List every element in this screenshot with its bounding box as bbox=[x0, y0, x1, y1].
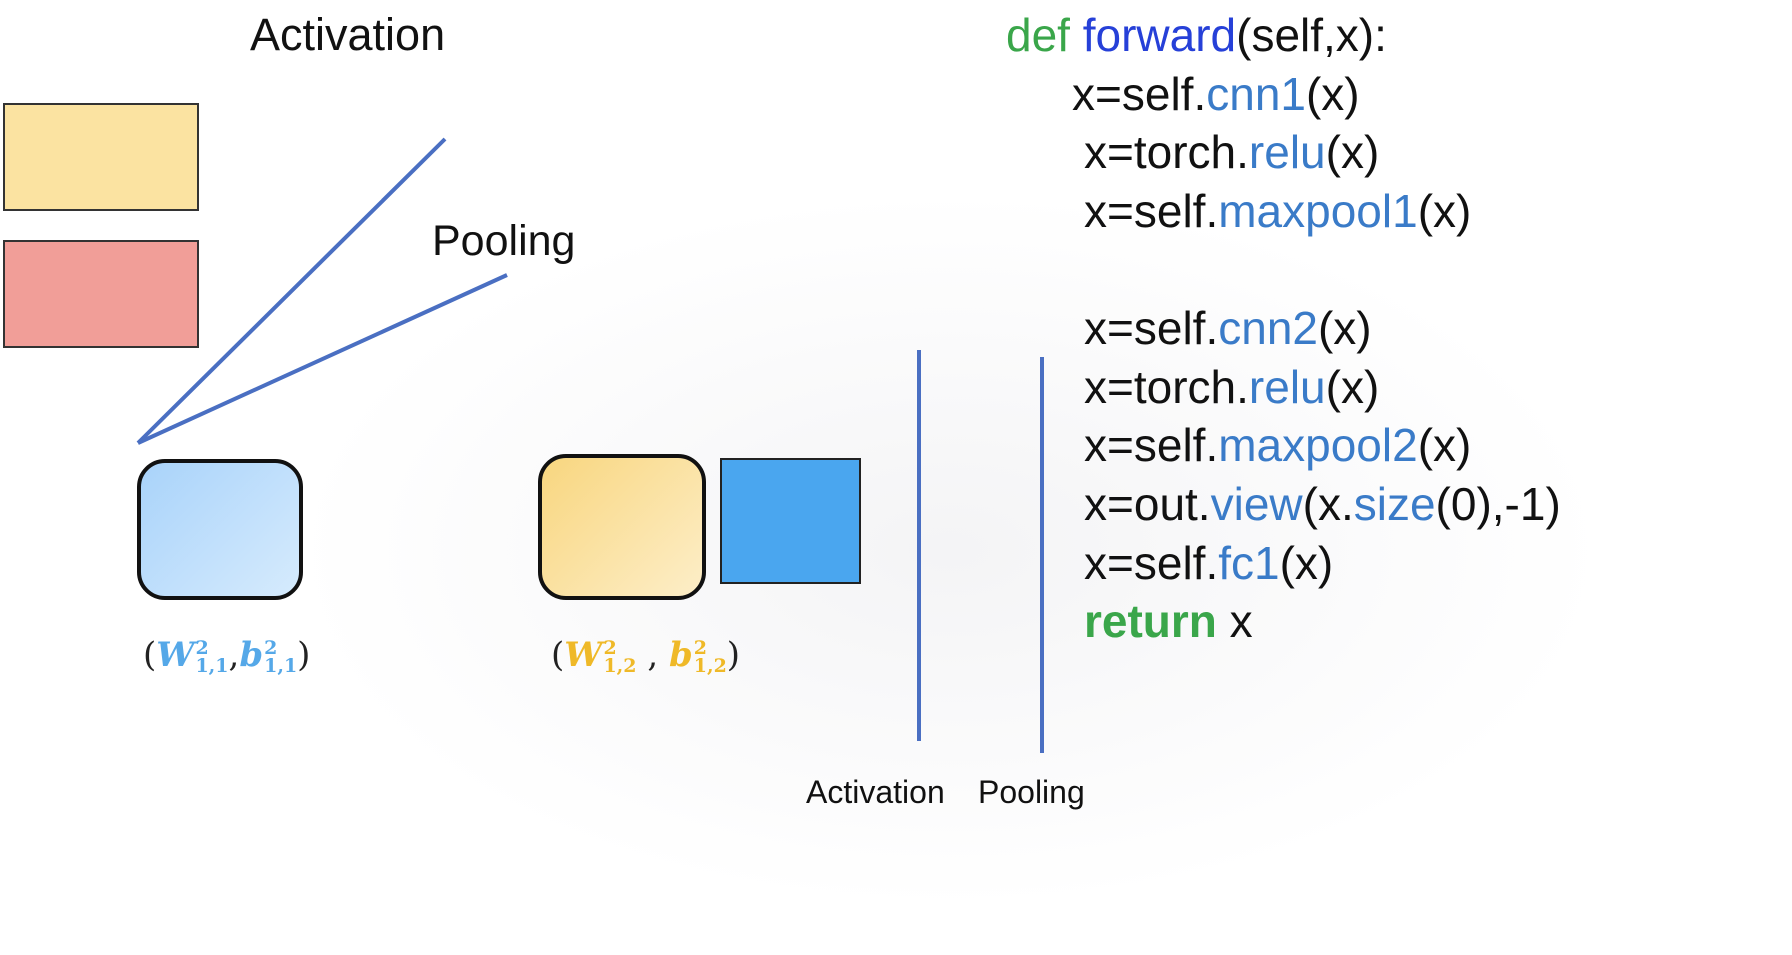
lower-connector-line bbox=[137, 273, 508, 445]
blue-output-square bbox=[720, 458, 861, 584]
code-line-fc1: x=self.fc1(x) bbox=[1084, 537, 1334, 589]
blue-filter-box bbox=[137, 459, 303, 600]
code-line-cnn1: x=self.cnn1(x) bbox=[1072, 68, 1360, 120]
upper-connector-line bbox=[136, 137, 447, 445]
activation-heading: Activation bbox=[250, 9, 446, 60]
code-line-cnn2: x=self.cnn2(x) bbox=[1084, 302, 1372, 354]
yellow-swatch bbox=[3, 103, 199, 211]
activation-bottom-label: Activation bbox=[806, 774, 945, 810]
pooling-label: Pooling bbox=[432, 217, 576, 265]
red-swatch bbox=[3, 240, 199, 348]
orange-filter-box bbox=[538, 454, 706, 600]
code-line-view: x=out.view(x.size(0),-1) bbox=[1084, 478, 1561, 530]
code-line-maxpool2: x=self.maxpool2(x) bbox=[1084, 419, 1472, 471]
code-line-def: def forward(self,x): bbox=[1006, 9, 1387, 61]
background-watermark bbox=[290, 190, 1610, 910]
code-line-relu2: x=torch.relu(x) bbox=[1084, 361, 1380, 413]
code-line-relu1: x=torch.relu(x) bbox=[1084, 126, 1380, 178]
code-line-maxpool1: x=self.maxpool1(x) bbox=[1084, 185, 1472, 237]
pooling-bottom-label: Pooling bbox=[978, 774, 1085, 810]
code-line-return: return x bbox=[1084, 595, 1253, 647]
